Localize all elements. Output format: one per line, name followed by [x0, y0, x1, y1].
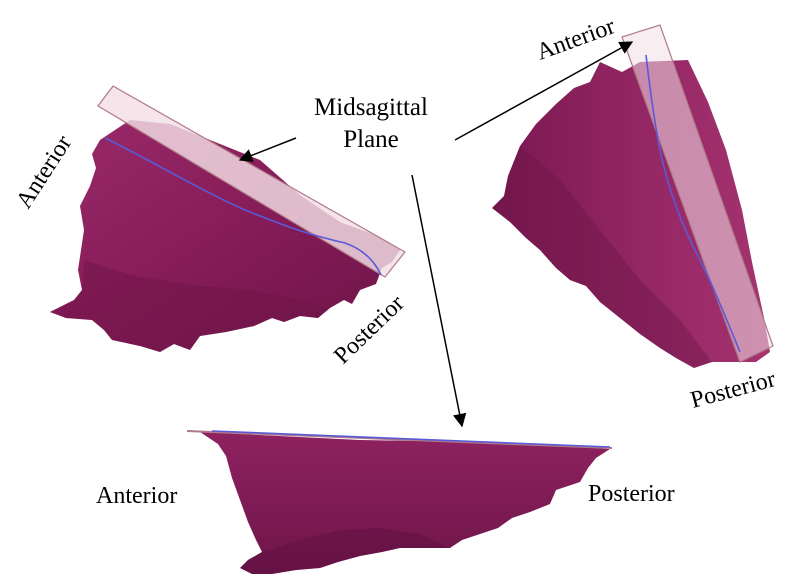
arrow-to-bottom-plane: [412, 175, 462, 426]
bottom-anterior-label: Anterior: [96, 483, 177, 509]
callout-line-2: Plane: [343, 126, 399, 153]
bottom-posterior-label: Posterior: [588, 481, 675, 507]
right-view: Anterior Posterior: [492, 13, 778, 413]
right-posterior-label: Posterior: [688, 366, 778, 414]
arrow-to-left-plane: [240, 138, 296, 160]
left-posterior-label: Posterior: [329, 290, 409, 369]
right-anterior-label: Anterior: [533, 13, 618, 65]
bottom-view: Anterior Posterior: [96, 431, 675, 574]
left-anterior-label: Anterior: [11, 131, 77, 213]
callout-line-1: Midsagittal: [314, 94, 428, 121]
